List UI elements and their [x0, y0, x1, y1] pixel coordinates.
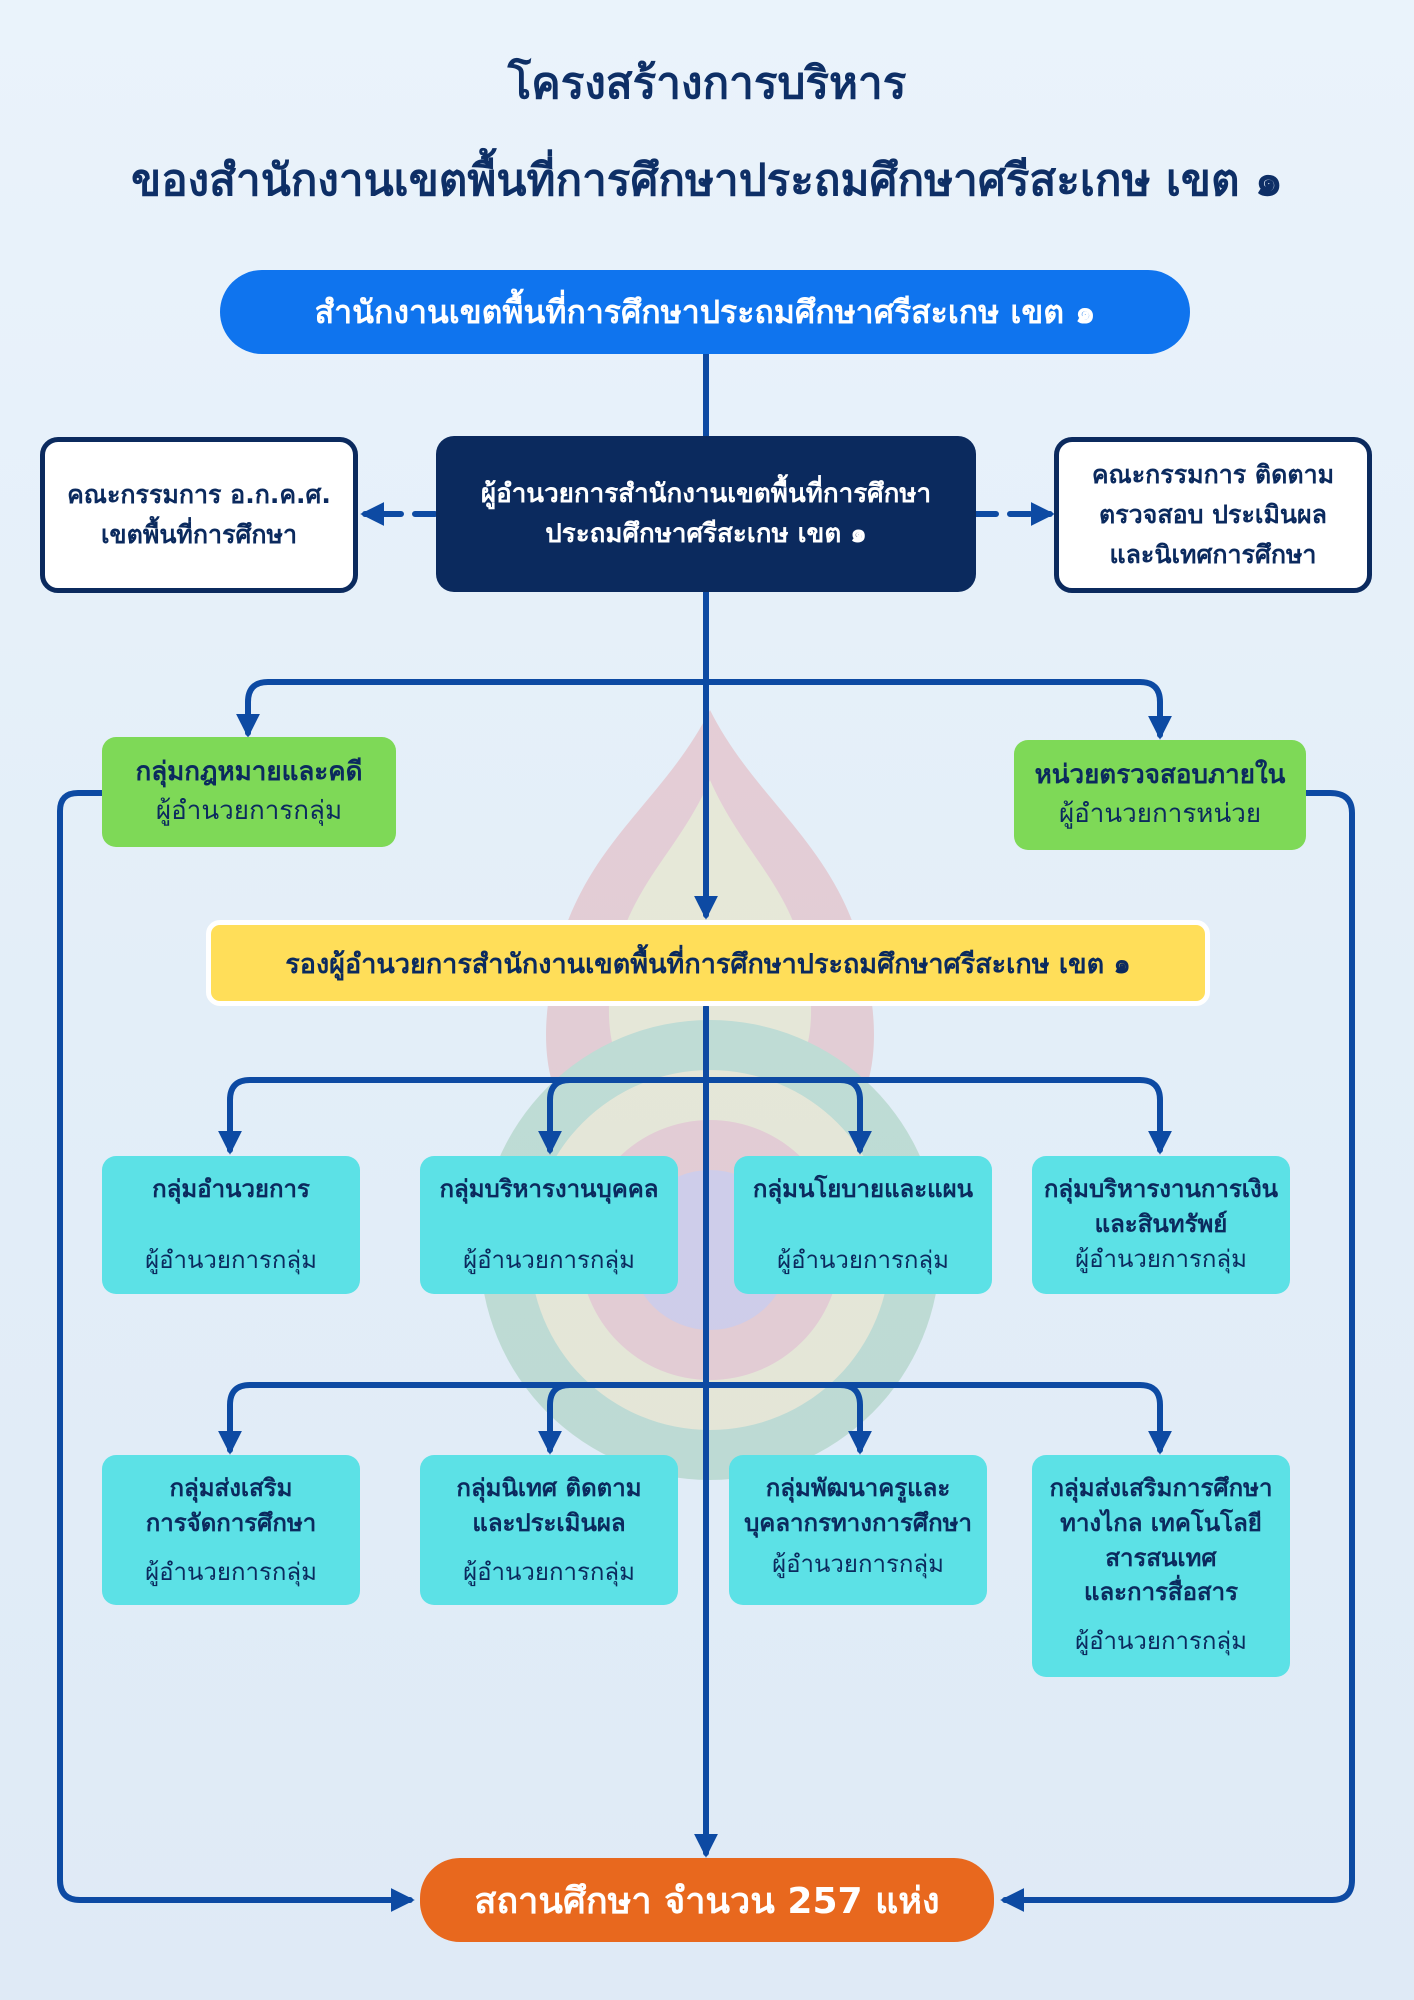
deputy-director-node: รองผู้อำนวยการสำนักงานเขตพื้นที่การศึกษา… [206, 920, 1210, 1006]
group-name: กลุ่มพัฒนาครูและ บุคลากรทางการศึกษา [744, 1474, 972, 1537]
chart-title-line2: ของสำนักงานเขตพื้นที่การศึกษาประถมศึกษาศ… [131, 155, 1283, 206]
group-node-supervision: กลุ่มนิเทศ ติดตาม และประเมินผล ผู้อำนวยก… [420, 1455, 678, 1605]
group-node-finance: กลุ่มบริหารงานการเงิน และสินทรัพย์ ผู้อำ… [1032, 1156, 1290, 1294]
group-head: ผู้อำนวยการกลุ่ม [145, 1557, 317, 1586]
group-head: ผู้อำนวยการกลุ่ม [463, 1557, 635, 1586]
schools-label: สถานศึกษา จำนวน 257 แห่ง [474, 1880, 940, 1922]
top-office-node: สำนักงานเขตพื้นที่การศึกษาประถมศึกษาศรีส… [220, 270, 1190, 354]
group-name: กลุ่มอำนวยการ [152, 1175, 310, 1203]
group-node-admin: กลุ่มอำนวยการ ผู้อำนวยการกลุ่ม [102, 1156, 360, 1294]
committee-left-line2: เขตพื้นที่การศึกษา [100, 520, 298, 549]
audit-unit-name: หน่วยตรวจสอบภายใน [1034, 760, 1286, 790]
committee-right-line1: คณะกรรมการ ติดตาม [1091, 460, 1335, 489]
committee-right-line3: และนิเทศการศึกษา [1109, 540, 1317, 569]
director-node: ผู้อำนวยการสำนักงานเขตพื้นที่การศึกษา ปร… [436, 436, 976, 592]
schools-node: สถานศึกษา จำนวน 257 แห่ง [420, 1858, 994, 1942]
top-office-label: สำนักงานเขตพื้นที่การศึกษาประถมศึกษาศรีส… [314, 292, 1096, 331]
group-node-promotion: กลุ่มส่งเสริม การจัดการศึกษา ผู้อำนวยการ… [102, 1455, 360, 1605]
legal-group-name: กลุ่มกฎหมายและคดี [135, 757, 363, 787]
group-head: ผู้อำนวยการกลุ่ม [1075, 1244, 1247, 1273]
group-name: กลุ่มนิเทศ ติดตาม และประเมินผล [456, 1474, 642, 1537]
legal-group-node: กลุ่มกฎหมายและคดี ผู้อำนวยการกลุ่ม [102, 737, 396, 847]
committee-left-line1: คณะกรรมการ อ.ก.ค.ศ. [67, 480, 331, 509]
audit-unit-node: หน่วยตรวจสอบภายใน ผู้อำนวยการหน่วย [1014, 740, 1306, 850]
group-head: ผู้อำนวยการกลุ่ม [463, 1245, 635, 1274]
committee-left-node: คณะกรรมการ อ.ก.ค.ศ. เขตพื้นที่การศึกษา [40, 437, 358, 593]
committee-right-line2: ตรวจสอบ ประเมินผล [1098, 500, 1327, 529]
group-name: กลุ่มบริหารงานการเงิน และสินทรัพย์ [1043, 1175, 1279, 1238]
committee-right-node: คณะกรรมการ ติดตาม ตรวจสอบ ประเมินผล และน… [1054, 437, 1372, 593]
group-head: ผู้อำนวยการกลุ่ม [1075, 1627, 1247, 1656]
group-node-personnel: กลุ่มบริหารงานบุคคล ผู้อำนวยการกลุ่ม [420, 1156, 678, 1294]
deputy-director-label: รองผู้อำนวยการสำนักงานเขตพื้นที่การศึกษา… [285, 948, 1131, 980]
legal-group-head: ผู้อำนวยการกลุ่ม [155, 796, 343, 826]
chart-title-line1: โครงสร้างการบริหาร [507, 58, 907, 109]
group-head: ผู้อำนวยการกลุ่ม [777, 1245, 949, 1274]
director-line2: ประถมศึกษาศรีสะเกษ เขต ๑ [545, 519, 867, 549]
group-name: กลุ่มส่งเสริม การจัดการศึกษา [145, 1474, 317, 1537]
group-node-distance-ict: กลุ่มส่งเสริมการศึกษา ทางไกล เทคโนโลยี ส… [1032, 1455, 1290, 1677]
group-head: ผู้อำนวยการกลุ่ม [145, 1245, 317, 1274]
group-name: กลุ่มส่งเสริมการศึกษา ทางไกล เทคโนโลยี ส… [1049, 1474, 1273, 1607]
group-node-teacher-dev: กลุ่มพัฒนาครูและ บุคลากรทางการศึกษา ผู้อ… [729, 1455, 987, 1605]
group-node-policy: กลุ่มนโยบายและแผน ผู้อำนวยการกลุ่ม [734, 1156, 992, 1294]
group-name: กลุ่มนโยบายและแผน [752, 1175, 974, 1203]
audit-unit-head: ผู้อำนวยการหน่วย [1058, 799, 1262, 829]
group-head: ผู้อำนวยการกลุ่ม [772, 1549, 944, 1578]
group-name: กลุ่มบริหารงานบุคคล [439, 1175, 659, 1203]
director-line1: ผู้อำนวยการสำนักงานเขตพื้นที่การศึกษา [480, 478, 932, 509]
